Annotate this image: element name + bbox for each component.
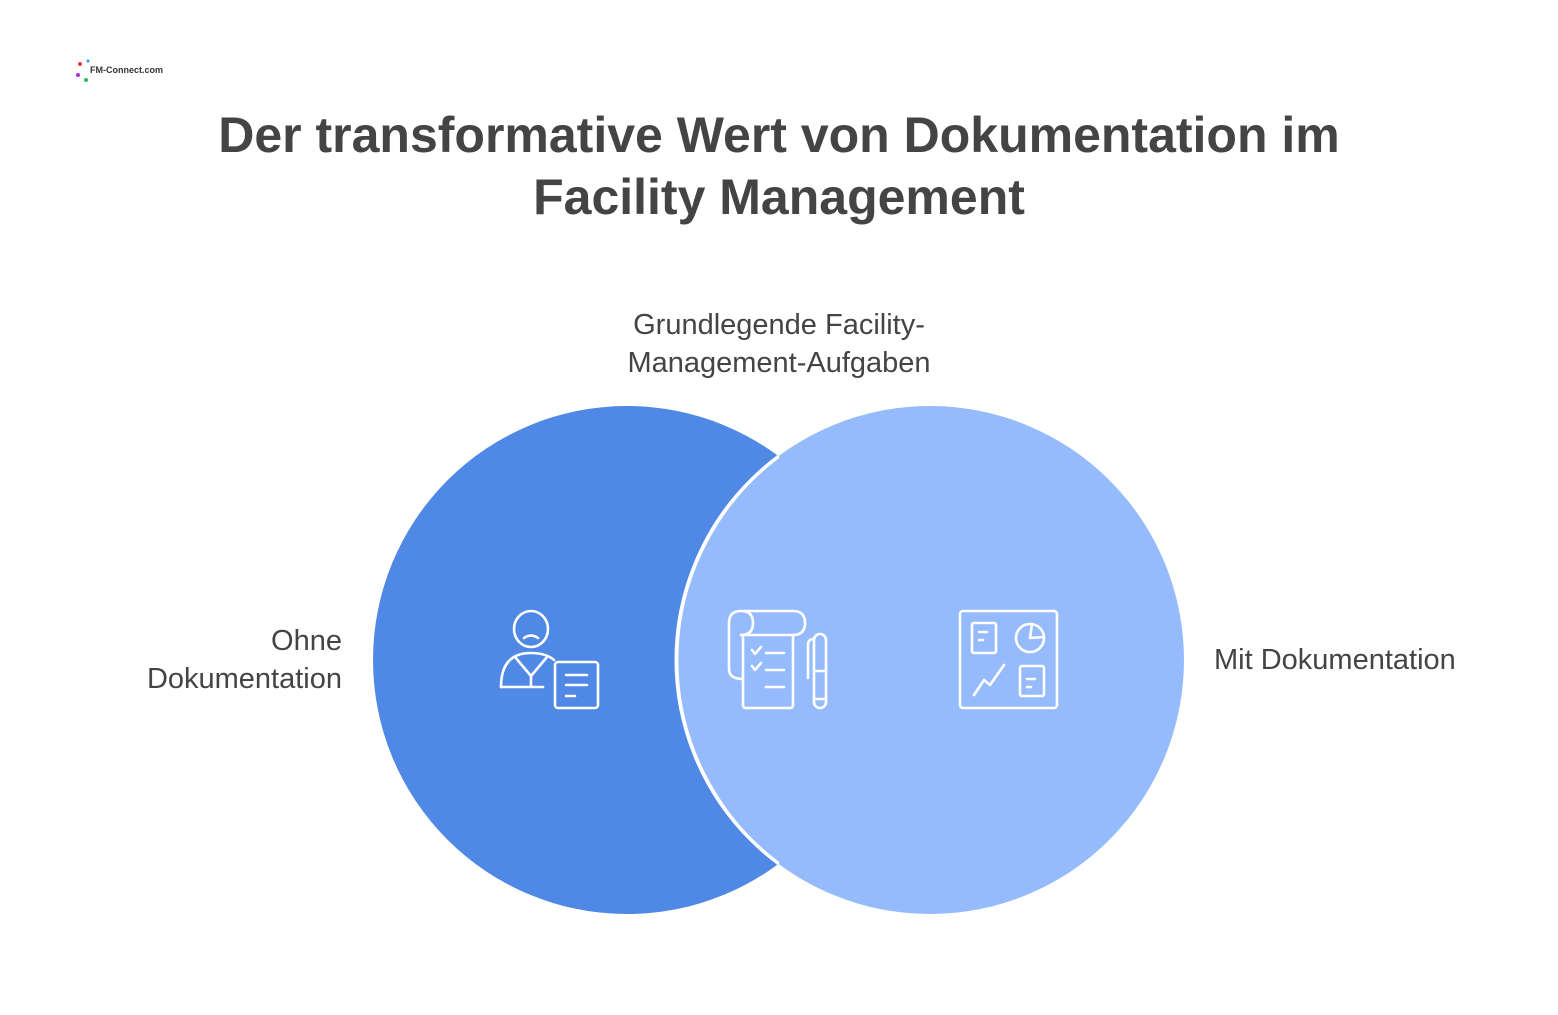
page-title: Der transformative Wert von Dokumentatio… bbox=[0, 104, 1558, 228]
title-line-1: Der transformative Wert von Dokumentatio… bbox=[218, 107, 1340, 163]
checklist-scroll-pen-icon bbox=[727, 609, 828, 710]
intersection-label: Grundlegende Facility- Management-Aufgab… bbox=[579, 306, 979, 382]
title-line-2: Facility Management bbox=[533, 169, 1025, 225]
set-label-left-line-2: Dokumentation bbox=[146, 663, 342, 695]
logo-text: FM-Connect.com bbox=[90, 65, 163, 75]
intersection-label-line-1: Grundlegende Facility- bbox=[633, 309, 925, 341]
frowning-person-document-icon bbox=[499, 609, 600, 710]
logo: FM-Connect.com bbox=[76, 59, 163, 82]
intersection-outline bbox=[675, 456, 780, 864]
set-label-left-line-1: Ohne bbox=[271, 625, 342, 657]
set-label-right: Mit Dokumentation bbox=[1214, 644, 1456, 676]
set-label-left: Ohne Dokumentation bbox=[80, 622, 342, 698]
dashboard-report-icon bbox=[958, 609, 1059, 710]
intersection-label-line-2: Management-Aufgaben bbox=[627, 347, 931, 379]
